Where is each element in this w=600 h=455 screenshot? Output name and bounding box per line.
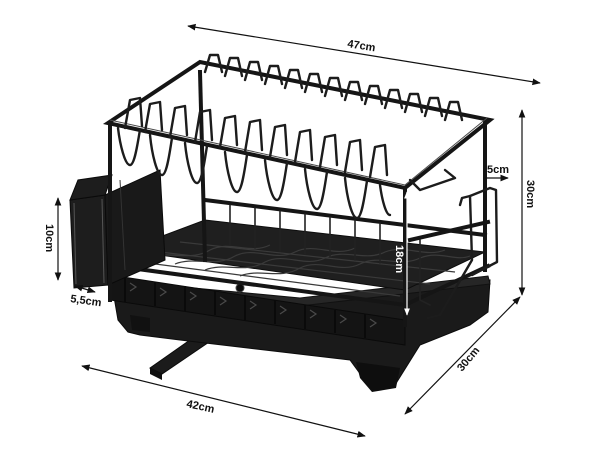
utensil-cup-width-label: 5,5cm [70,293,103,309]
overall-width-annotation: 47cm [187,23,541,86]
base-length-annotation: 42cm [81,364,366,438]
dish-rack-illustration: 18cm [69,53,499,392]
overall-height-label: 30cm [524,180,536,208]
tier-spacing-annotation: 18cm [393,191,410,316]
utensil-cup-height-label: 10cm [43,224,55,252]
utensil-cup-width-annotation: 5,5cm [70,284,103,309]
tier-spacing-label: 18cm [393,245,405,273]
side-offset-annotation: 5cm [485,164,509,182]
side-offset-label: 5cm [487,164,509,176]
base-length-label: 42cm [185,398,215,416]
utensil-cup-height-annotation: 10cm [43,197,62,281]
overall-height-annotation: 30cm [518,109,536,296]
utensil-cup [69,169,166,289]
overall-width-label: 47cm [347,38,377,54]
